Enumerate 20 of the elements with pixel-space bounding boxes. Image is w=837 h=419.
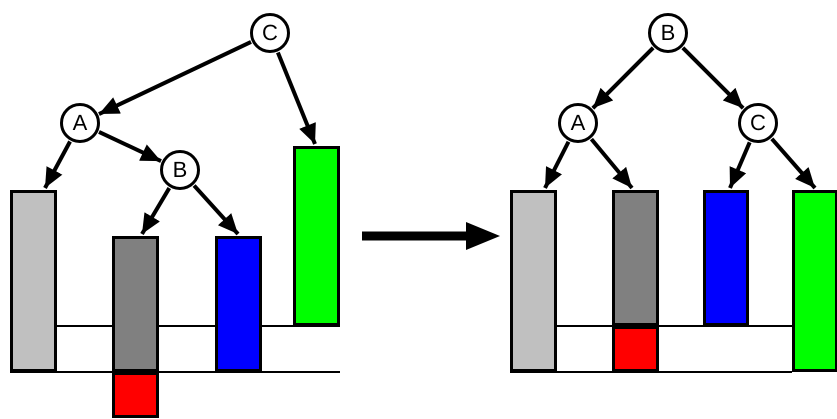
- subtree-bar: [703, 190, 749, 326]
- subtree-bar: [612, 326, 659, 372]
- subtree-bar: [112, 236, 159, 372]
- arrow: [591, 46, 655, 110]
- arrow: [98, 40, 252, 116]
- arrow: [276, 52, 317, 145]
- arrow: [728, 142, 752, 189]
- arrow: [543, 140, 570, 189]
- subtree-bar: [792, 190, 837, 372]
- subtree-bar: [293, 146, 340, 326]
- arrow: [98, 130, 162, 163]
- subtree-bar: [112, 372, 159, 418]
- arrow: [192, 184, 240, 236]
- subtree-bar: [510, 190, 557, 372]
- arrow: [770, 137, 816, 190]
- subtree-bar: [215, 236, 262, 372]
- arrow: [590, 138, 634, 190]
- subtree-bar: [612, 190, 659, 326]
- subtree-bar: [10, 190, 57, 372]
- arrow: [43, 140, 72, 189]
